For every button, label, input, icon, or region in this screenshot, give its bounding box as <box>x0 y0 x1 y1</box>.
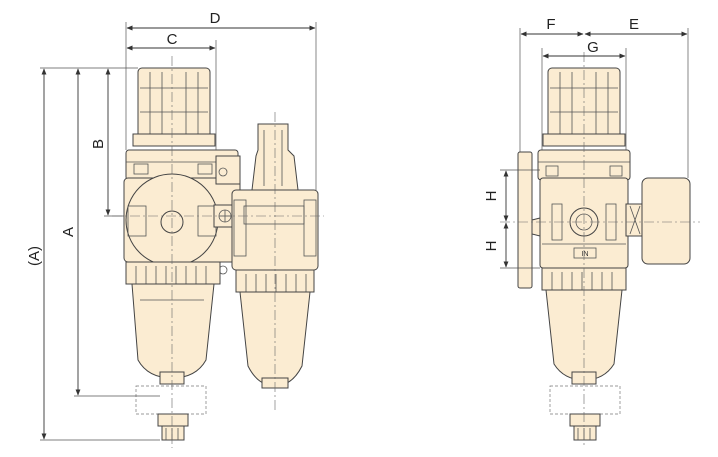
dimension-b-label: B <box>90 139 107 149</box>
dimension-d-label: D <box>210 10 221 27</box>
dimension-c-label: C <box>167 31 178 48</box>
filter-regulator-body <box>123 149 241 385</box>
dimension-a-paren-label: (A) <box>26 246 43 266</box>
regulator-knob <box>132 67 216 147</box>
dimension-h-lower-label: H <box>483 241 500 252</box>
side-view: IN <box>483 16 700 448</box>
side-gauge <box>625 177 691 265</box>
side-drain-hidden-outline <box>549 385 621 441</box>
inlet-marking: IN <box>582 251 589 258</box>
front-view: D C (A) A B <box>26 10 324 448</box>
drain-hidden-outline <box>135 385 207 441</box>
dimension-g-label: G <box>587 39 599 56</box>
dimension-a-label: A <box>60 227 77 237</box>
dimension-e-label: E <box>629 16 639 33</box>
dimension-f-label: F <box>546 16 555 33</box>
dimension-h-upper-label: H <box>483 191 500 202</box>
